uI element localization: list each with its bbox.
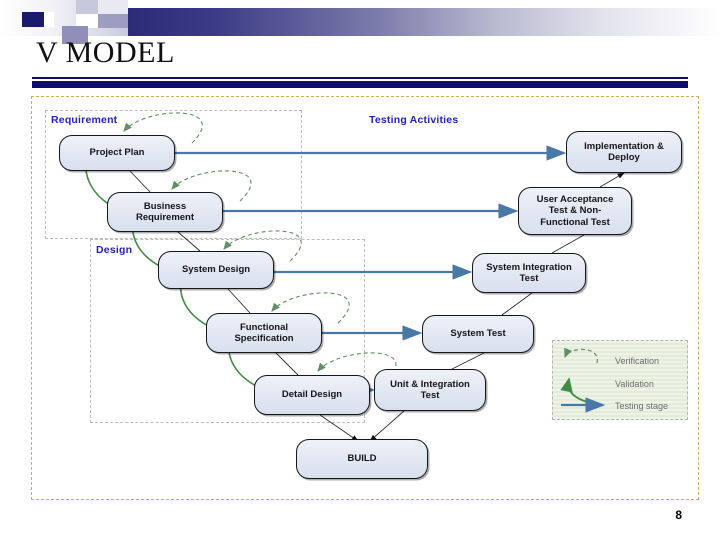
legend-row-validation: Validation — [615, 374, 654, 394]
header-square-violet — [98, 14, 128, 28]
title-rule-thick — [32, 81, 688, 88]
legend-panel: Verification Validation Testing stage — [552, 340, 688, 420]
zone-label-testing: Testing Activities — [369, 114, 459, 126]
zone-design — [90, 239, 365, 423]
node-project-plan[interactable]: Project Plan — [59, 135, 175, 171]
header-gradient-bar — [128, 8, 720, 36]
legend-label-verification: Verification — [615, 356, 660, 366]
zone-label-design: Design — [96, 244, 133, 256]
zone-label-requirement: Requirement — [51, 114, 118, 126]
node-system-design[interactable]: System Design — [158, 251, 274, 289]
diagram-canvas: Requirement Design Testing Activities — [31, 96, 699, 500]
legend-markers — [560, 347, 606, 413]
node-system-test[interactable]: System Test — [422, 315, 534, 353]
header-square-light — [98, 0, 128, 14]
header-square-white-a — [76, 14, 98, 28]
legend-row-testing-stage: Testing stage — [615, 396, 668, 416]
legend-label-testing-stage: Testing stage — [615, 401, 669, 411]
zone-requirement — [45, 110, 302, 239]
validation-icon — [560, 377, 600, 406]
title-rule-thin — [32, 77, 688, 79]
header-square-mid — [76, 0, 98, 14]
node-detail-design[interactable]: Detail Design — [254, 375, 370, 415]
legend-label-validation: Validation — [615, 379, 654, 389]
header-square-white-b — [44, 12, 54, 27]
header-square-violet-low — [62, 26, 88, 44]
legend-row-verification: Verification — [615, 351, 659, 371]
header-square-navy — [22, 12, 44, 27]
node-build[interactable]: BUILD — [296, 439, 428, 479]
page-number: 8 — [675, 508, 682, 522]
page-title: V MODEL — [36, 36, 175, 69]
verification-icon — [564, 347, 598, 364]
node-implementation-deploy[interactable]: Implementation &Deploy — [566, 131, 682, 173]
